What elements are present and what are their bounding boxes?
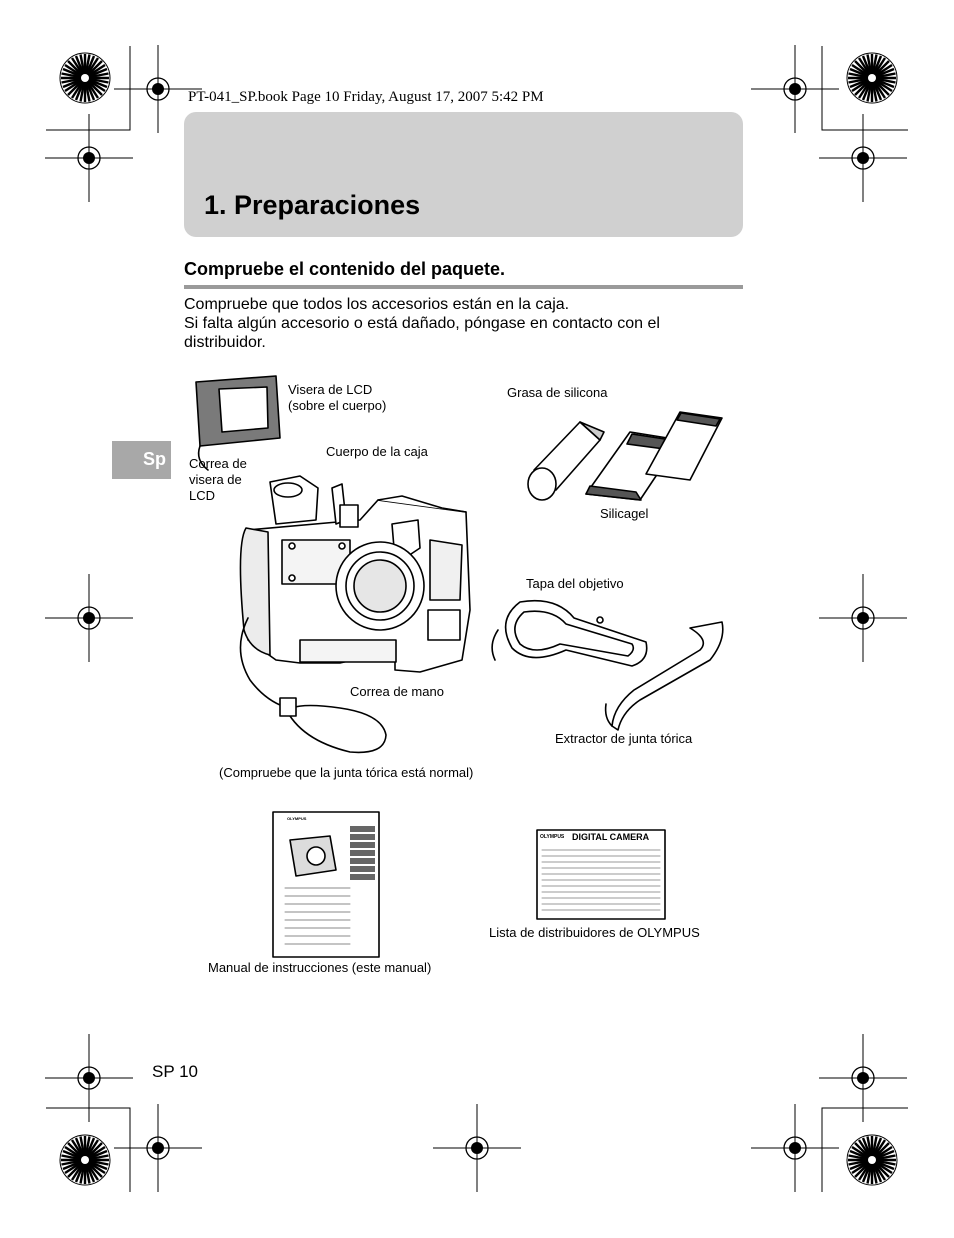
- print-header-line: PT-041_SP.book Page 10 Friday, August 17…: [188, 89, 544, 105]
- page-number: SP 10: [152, 1062, 199, 1081]
- silicagel-drawing: [585, 411, 723, 501]
- case-body-drawing: [239, 475, 471, 673]
- hand-strap-drawing: [239, 617, 387, 754]
- label-lcd-visor-1: Visera de LCD: [288, 382, 373, 397]
- list-title: DIGITAL CAMERA: [572, 832, 650, 842]
- lcd-visor-drawing: [195, 375, 281, 471]
- list-brand: OLYMPUS: [540, 834, 565, 840]
- chapter-title-band: [184, 112, 743, 237]
- label-lcd-visor-2: (sobre el cuerpo): [288, 398, 387, 413]
- grease-tube-drawing: [527, 421, 605, 501]
- intro-line-3: distribuidor.: [184, 334, 266, 351]
- label-silicone-grease: Grasa de silicona: [507, 385, 608, 400]
- label-silicagel: Silicagel: [600, 506, 649, 521]
- oring-remover-drawing: [604, 621, 724, 731]
- intro-line-2: Si falta algún accesorio o está dañado, …: [184, 315, 660, 332]
- distributor-list-drawing: OLYMPUS DIGITAL CAMERA: [536, 829, 666, 920]
- manual-brand: OLYMPUS: [287, 816, 307, 821]
- intro-line-1: Compruebe que todos los accesorios están…: [184, 296, 570, 313]
- crop-lines: [46, 46, 908, 1192]
- section-heading: Compruebe el contenido del paquete.: [184, 259, 506, 279]
- label-oring-remover: Extractor de junta tórica: [555, 731, 693, 746]
- label-hand-strap: Correa de mano: [350, 684, 444, 699]
- label-lcd-visor-strap-3: LCD: [189, 488, 216, 503]
- lens-cap-drawing: [491, 599, 648, 667]
- label-case-body: Cuerpo de la caja: [326, 444, 428, 459]
- section-divider: [184, 285, 743, 289]
- label-distributor-list: Lista de distribuidores de OLYMPUS: [489, 925, 700, 940]
- manual-booklet-drawing: OLYMPUS: [272, 811, 380, 958]
- label-lens-cap: Tapa del objetivo: [526, 576, 624, 591]
- language-tab-label: Sp: [142, 449, 166, 469]
- label-oring-note: (Compruebe que la junta tórica está norm…: [219, 765, 474, 780]
- label-lcd-visor-strap-1: Correa de: [189, 456, 247, 471]
- page-title: 1. Preparaciones: [204, 190, 421, 220]
- label-manual: Manual de instrucciones (este manual): [208, 960, 432, 975]
- language-tab: Sp: [112, 441, 171, 479]
- label-lcd-visor-strap-2: visera de: [189, 472, 242, 487]
